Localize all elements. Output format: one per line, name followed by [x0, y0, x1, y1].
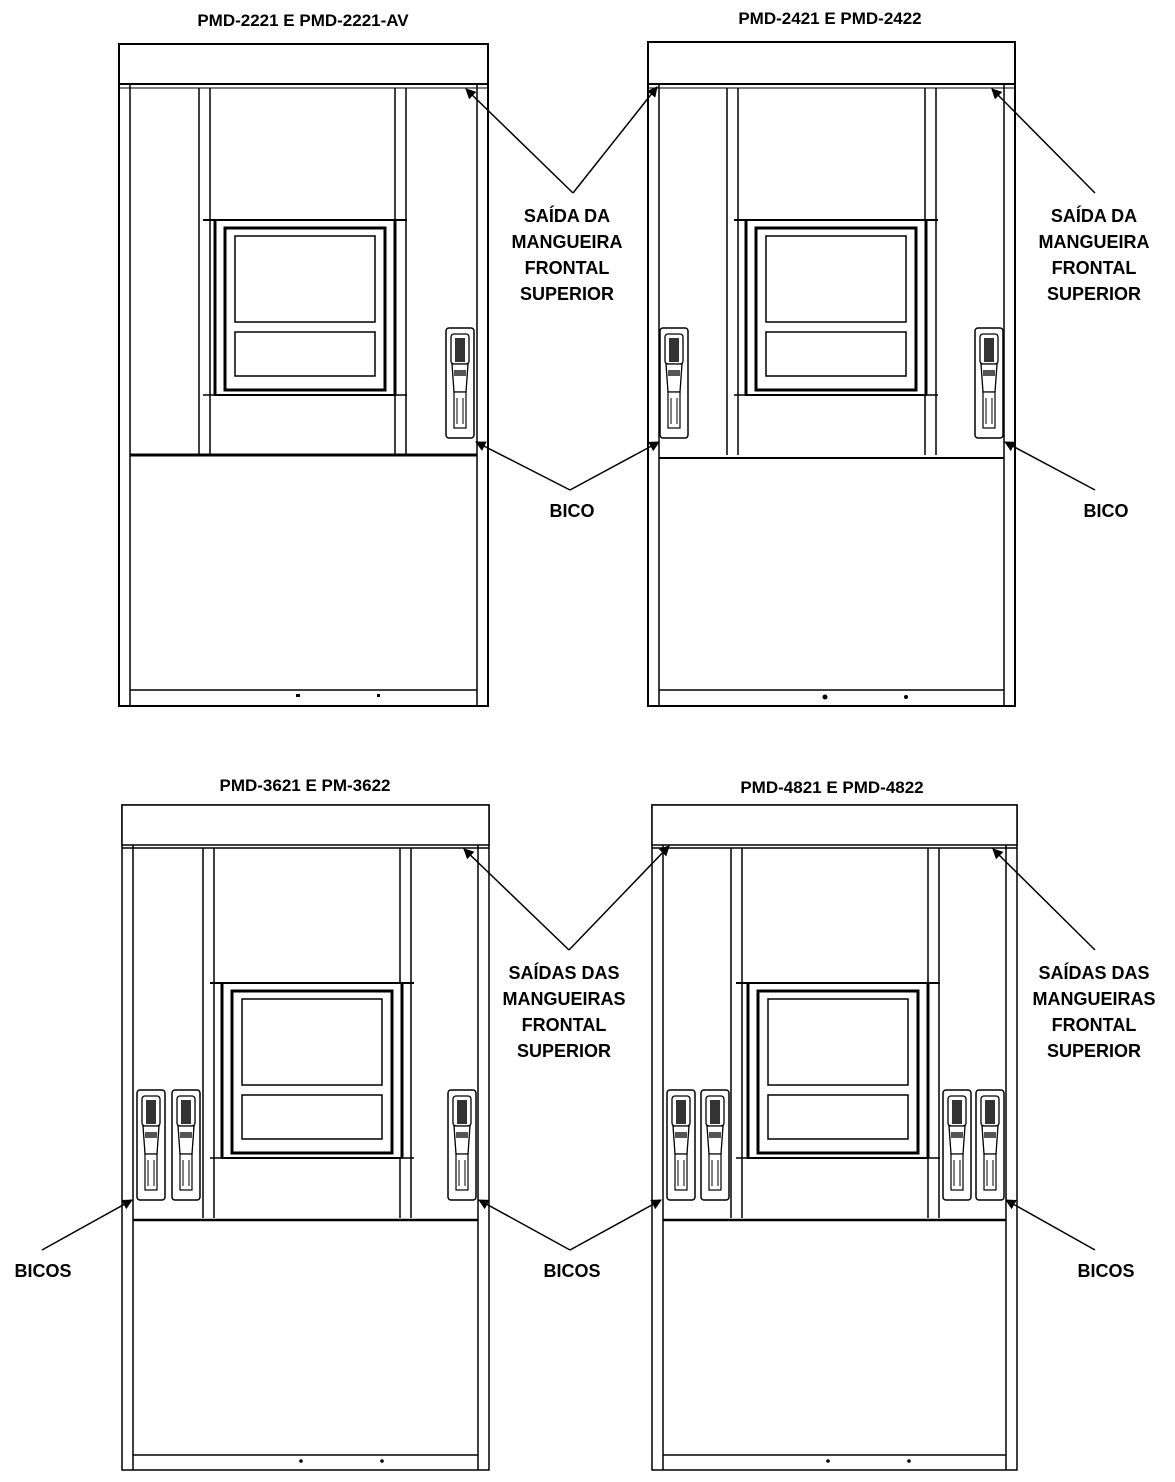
callout-hose-top-center: SAÍDA DA MANGUEIRA FRONTAL SUPERIOR	[512, 205, 623, 304]
callout-line: FRONTAL	[1052, 258, 1137, 278]
nozzle-d-left-1	[666, 1089, 696, 1201]
nozzle-c-left-1	[136, 1089, 166, 1201]
callout-line: MANGUEIRAS	[502, 989, 625, 1009]
nozzle-d-right-1	[942, 1089, 972, 1201]
callout-line: SUPERIOR	[1047, 284, 1141, 304]
dispenser-outline-a	[118, 43, 489, 707]
nozzle-a	[445, 327, 475, 439]
nozzle-b-right	[974, 327, 1004, 439]
display-window-d	[734, 981, 942, 1160]
arrow-hose-d-left	[568, 845, 670, 951]
nozzle-c-left-2	[171, 1089, 201, 1201]
display-window-c	[208, 981, 416, 1160]
callout-line: MANGUEIRA	[1039, 232, 1150, 252]
dispenser-panel-b: PMD-2421 E PMD-2422	[647, 9, 1016, 707]
callout-line: SAÍDAS DAS	[1038, 962, 1149, 983]
callout-line: SAÍDA DA	[1051, 205, 1137, 226]
nozzle-c-right	[447, 1089, 477, 1201]
arrow-hose-c	[463, 848, 570, 951]
nozzle-b-left	[659, 327, 689, 439]
arrow-hose-d-right	[992, 848, 1096, 951]
callout-line: FRONTAL	[525, 258, 610, 278]
arrow-hose-b-right	[991, 88, 1096, 194]
arrow-hose-b-left	[572, 86, 658, 194]
arrow-nozzles-c-right	[478, 1199, 571, 1251]
nozzle-d-left-2	[700, 1089, 730, 1201]
callout-nozzle-top-right: BICO	[1084, 501, 1129, 521]
callout-line: SUPERIOR	[520, 284, 614, 304]
arrow-nozzles-d-left	[569, 1199, 662, 1251]
display-window-a	[201, 218, 409, 397]
dispenser-panel-d: PMD-4821 E PMD-4822	[651, 778, 1018, 1471]
callout-hoses-bottom-center: SAÍDAS DAS MANGUEIRAS FRONTAL SUPERIOR	[502, 962, 625, 1061]
callout-nozzles-bottom-center: BICOS	[543, 1261, 600, 1281]
callout-line: MANGUEIRAS	[1032, 989, 1155, 1009]
panel-title-c: PMD-3621 E PM-3622	[219, 776, 390, 795]
arrow-nozzles-d-right	[1005, 1199, 1096, 1251]
panel-title-d: PMD-4821 E PMD-4822	[740, 778, 923, 797]
dispenser-panel-c: PMD-3621 E PM-3622	[121, 776, 490, 1471]
callout-line: MANGUEIRA	[512, 232, 623, 252]
dispenser-panel-a: PMD-2221 E PMD-2221-AV	[118, 11, 489, 707]
callout-nozzle-top-center: BICO	[550, 501, 595, 521]
panel-title-a: PMD-2221 E PMD-2221-AV	[197, 11, 409, 30]
callout-line: SUPERIOR	[1047, 1041, 1141, 1061]
arrow-nozzles-c-left	[41, 1199, 133, 1251]
callout-hose-top-right: SAÍDA DA MANGUEIRA FRONTAL SUPERIOR	[1039, 205, 1150, 304]
callout-line: FRONTAL	[1052, 1015, 1137, 1035]
callout-line: SUPERIOR	[517, 1041, 611, 1061]
arrow-nozzle-b-right	[1004, 441, 1096, 491]
callout-hoses-bottom-right: SAÍDAS DAS MANGUEIRAS FRONTAL SUPERIOR	[1032, 962, 1155, 1061]
callout-line: FRONTAL	[522, 1015, 607, 1035]
display-window-b	[732, 218, 940, 397]
arrow-nozzle-b-left	[569, 441, 660, 491]
arrow-hose-a	[465, 88, 574, 194]
panel-title-b: PMD-2421 E PMD-2422	[738, 9, 921, 28]
nozzle-d-right-2	[975, 1089, 1005, 1201]
arrow-nozzle-a	[475, 441, 571, 491]
callout-line: SAÍDA DA	[524, 205, 610, 226]
callout-nozzles-bottom-right: BICOS	[1077, 1261, 1134, 1281]
callout-arrows	[41, 86, 1096, 1251]
callout-nozzles-bottom-left: BICOS	[14, 1261, 71, 1281]
callout-line: SAÍDAS DAS	[508, 962, 619, 983]
